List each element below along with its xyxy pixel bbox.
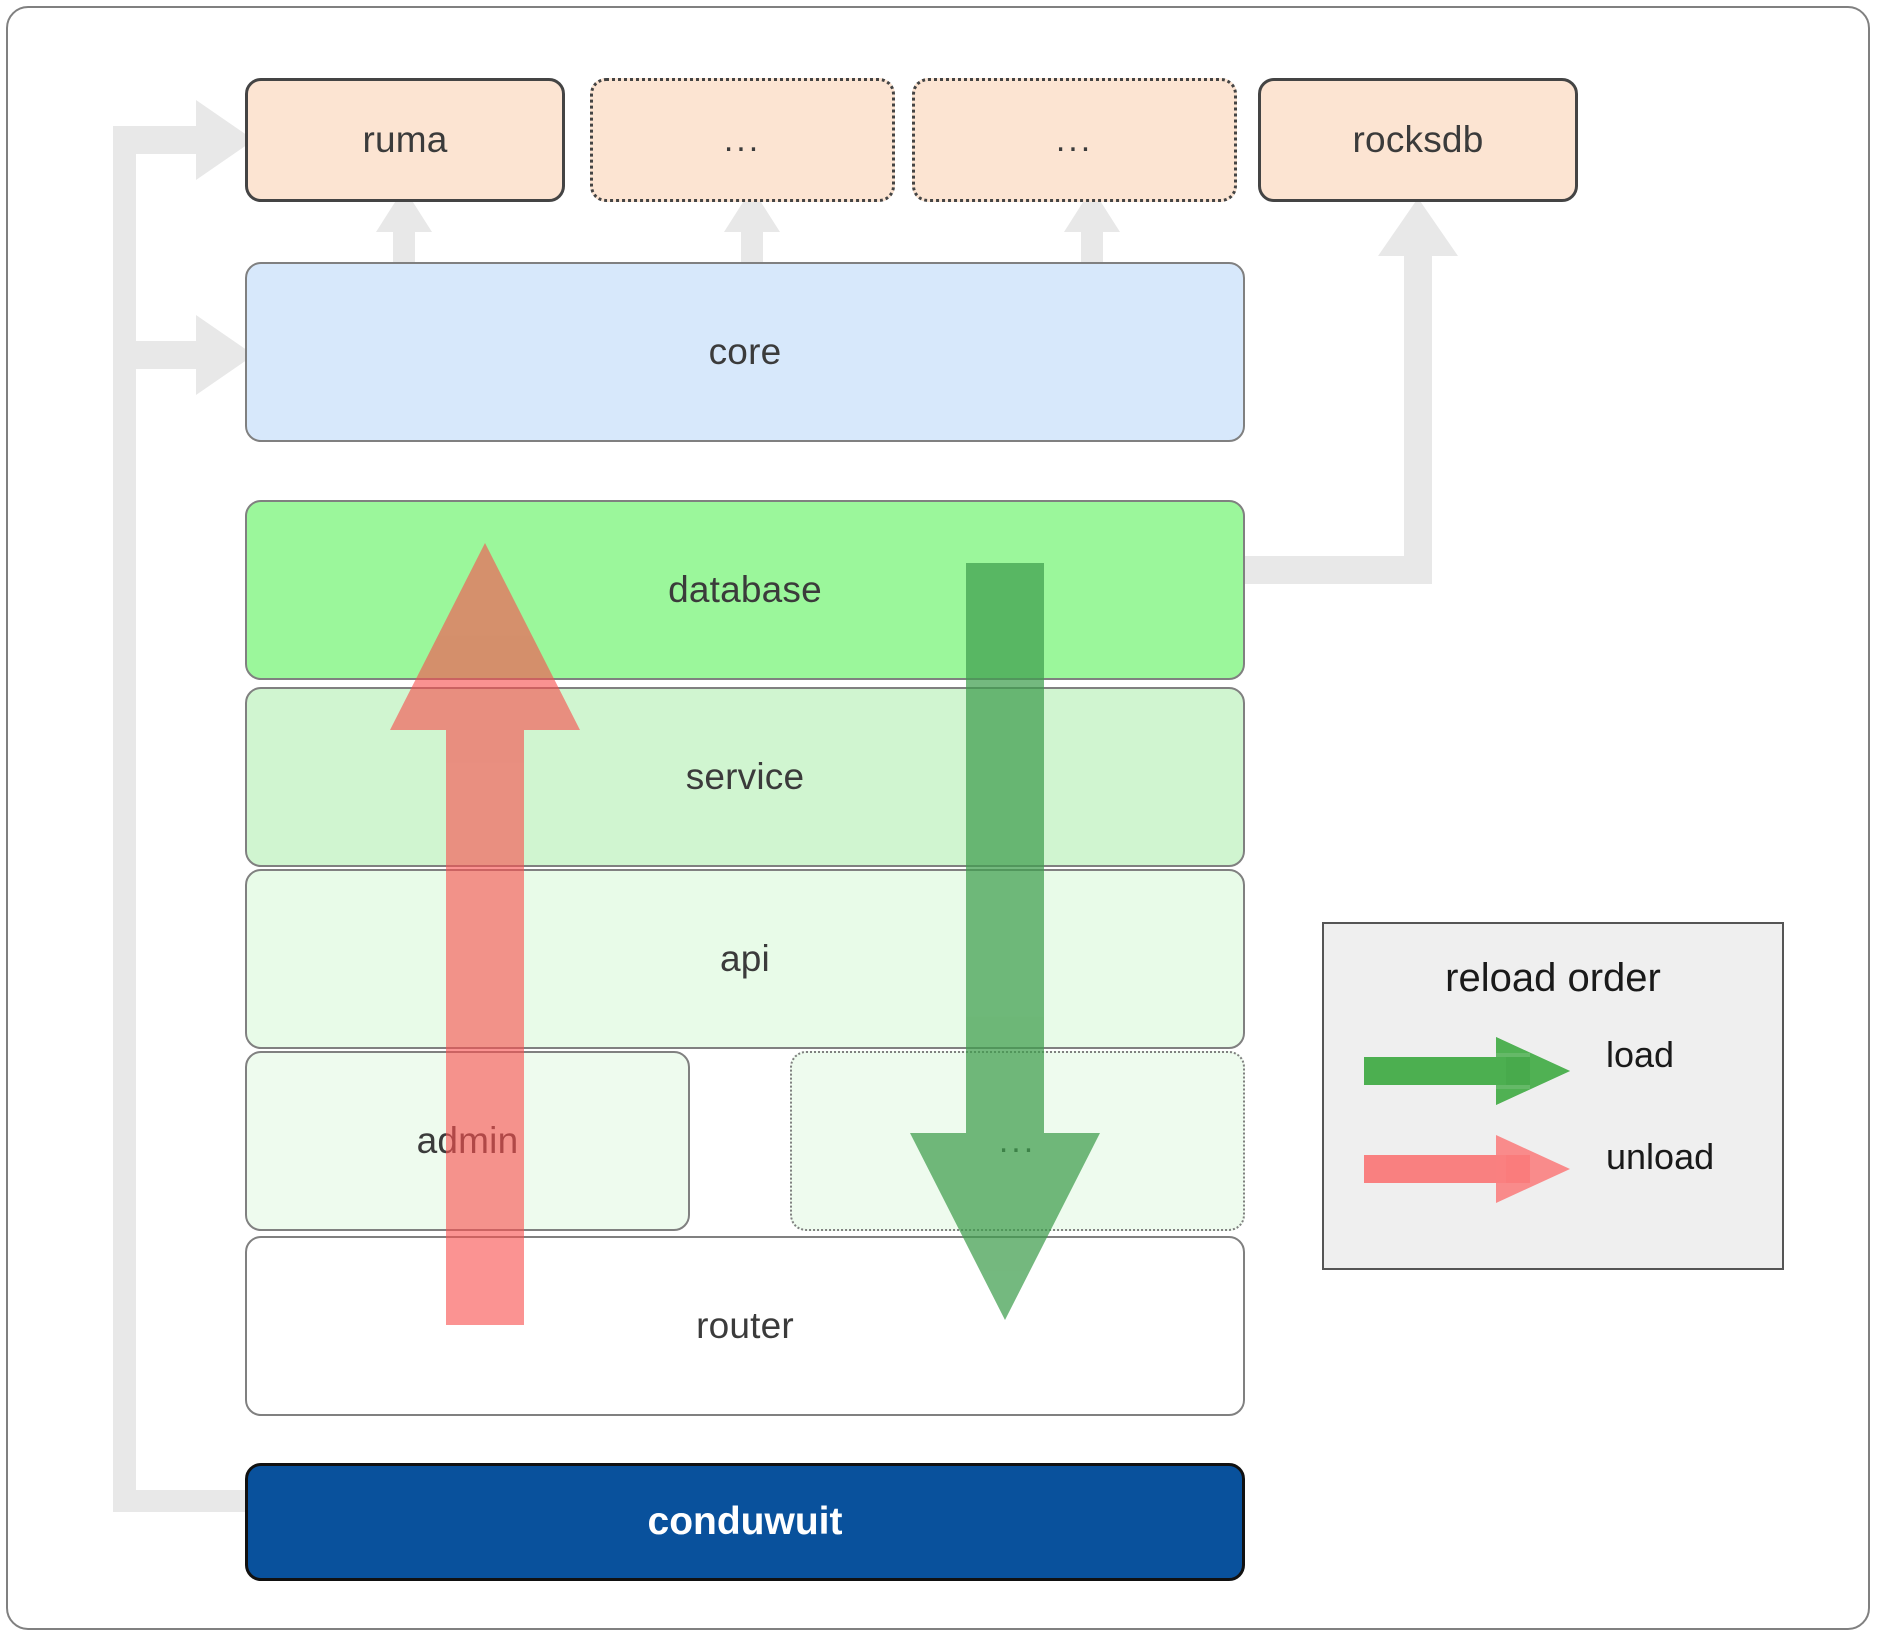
layer-admin-label: admin <box>416 1120 519 1161</box>
crate-placeholder-2-label: ... <box>1055 120 1094 159</box>
crate-placeholder-2[interactable]: ... <box>912 78 1237 202</box>
crate-placeholder-1[interactable]: ... <box>590 78 895 202</box>
legend-arrow-glyphs <box>1364 1037 1570 1203</box>
layer-admin[interactable]: admin <box>245 1051 690 1231</box>
layer-api[interactable]: api <box>245 869 1245 1049</box>
legend-load-arrow-icon <box>1364 1037 1570 1105</box>
layer-router-label: router <box>696 1305 794 1346</box>
layer-service-label: service <box>685 756 805 797</box>
legend-label-unload: unload <box>1606 1136 1715 1177</box>
legend-unload-arrow-icon <box>1364 1135 1570 1203</box>
layer-database[interactable]: database <box>245 500 1245 680</box>
layer-core[interactable]: core <box>245 262 1245 442</box>
layer-api-label: api <box>720 938 770 979</box>
layer-router[interactable]: router <box>245 1236 1245 1416</box>
layer-core-label: core <box>708 331 782 372</box>
app-conduwuit[interactable]: conduwuit <box>245 1463 1245 1581</box>
crate-placeholder-1-label: ... <box>723 120 762 159</box>
legend-reload-order: reload order load unload <box>1322 922 1784 1270</box>
layer-placeholder-label: ... <box>998 1121 1037 1160</box>
crate-ruma[interactable]: ruma <box>245 78 565 202</box>
legend-title: reload order <box>1445 956 1661 1000</box>
layer-service[interactable]: service <box>245 687 1245 867</box>
app-conduwuit-label: conduwuit <box>647 1500 843 1543</box>
legend-label-load: load <box>1606 1034 1675 1075</box>
layer-placeholder[interactable]: ... <box>790 1051 1245 1231</box>
crate-rocksdb-label: rocksdb <box>1352 119 1484 160</box>
crate-ruma-label: ruma <box>362 119 448 160</box>
crate-rocksdb[interactable]: rocksdb <box>1258 78 1578 202</box>
layer-database-label: database <box>668 569 822 610</box>
